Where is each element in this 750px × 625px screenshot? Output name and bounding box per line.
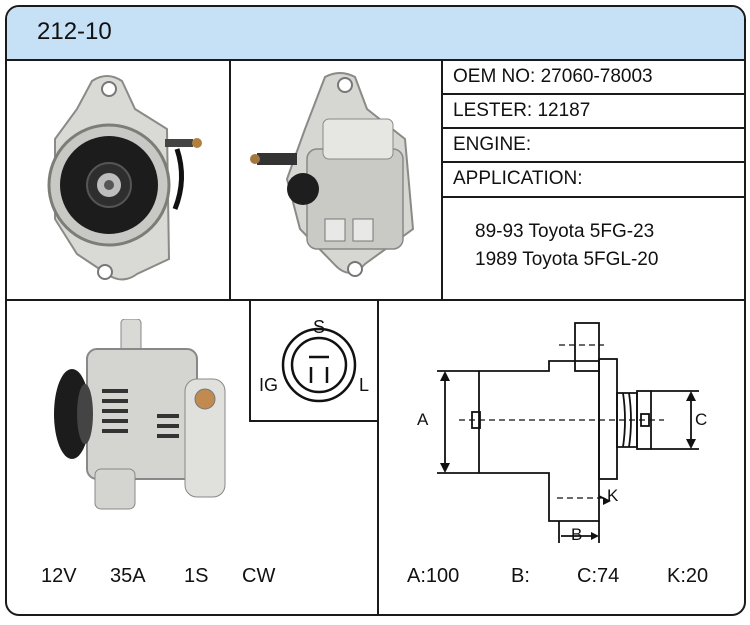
- dimension-c-marker: C: [695, 410, 708, 429]
- connector-diagram: [281, 327, 357, 403]
- spec-voltage: 12V: [41, 565, 77, 587]
- dimension-k-value: K:20: [667, 565, 709, 587]
- divider: [249, 299, 251, 421]
- dimension-k-marker: K: [607, 486, 619, 505]
- alternator-side-view-image: [54, 319, 226, 510]
- divider: [377, 299, 379, 614]
- dimension-a-marker: A: [417, 410, 429, 429]
- dimension-b-marker: B: [571, 525, 583, 544]
- divider: [441, 161, 744, 163]
- connector-pin-l: L: [359, 375, 370, 395]
- divider: [441, 59, 443, 300]
- divider: [441, 196, 744, 198]
- alternator-front-view-image: [47, 75, 202, 281]
- spec-pulley: 1S: [184, 565, 209, 587]
- divider: [229, 59, 231, 300]
- spec-rotation: CW: [242, 565, 276, 587]
- divider: [249, 420, 379, 422]
- part-number: 212-10: [37, 18, 112, 45]
- alternator-rear-view-image: [250, 72, 415, 277]
- header-bar: 212-10: [7, 7, 744, 61]
- oem-number: OEM NO: 27060-78003: [453, 66, 653, 87]
- dimension-a-value: A:100: [407, 565, 460, 587]
- application-label: APPLICATION:: [453, 168, 583, 189]
- divider: [7, 299, 744, 301]
- dimension-b-value: B:: [511, 565, 530, 587]
- lester-number: LESTER: 12187: [453, 100, 591, 121]
- divider: [441, 93, 744, 95]
- spec-amperage: 35A: [110, 565, 146, 587]
- application-line-1: 89-93 Toyota 5FG-23: [475, 221, 655, 242]
- engine-label: ENGINE:: [453, 134, 532, 155]
- product-card: 212-10 OEM NO: 27060-78003 LESTER: 12187…: [5, 5, 746, 616]
- connector-pin-ig: IG: [259, 375, 279, 395]
- connector-pin-s: S: [313, 317, 326, 337]
- dimension-c-value: C:74: [577, 565, 620, 587]
- application-line-2: 1989 Toyota 5FGL-20: [475, 249, 659, 270]
- dimension-drawing: [437, 322, 699, 543]
- divider: [441, 127, 744, 129]
